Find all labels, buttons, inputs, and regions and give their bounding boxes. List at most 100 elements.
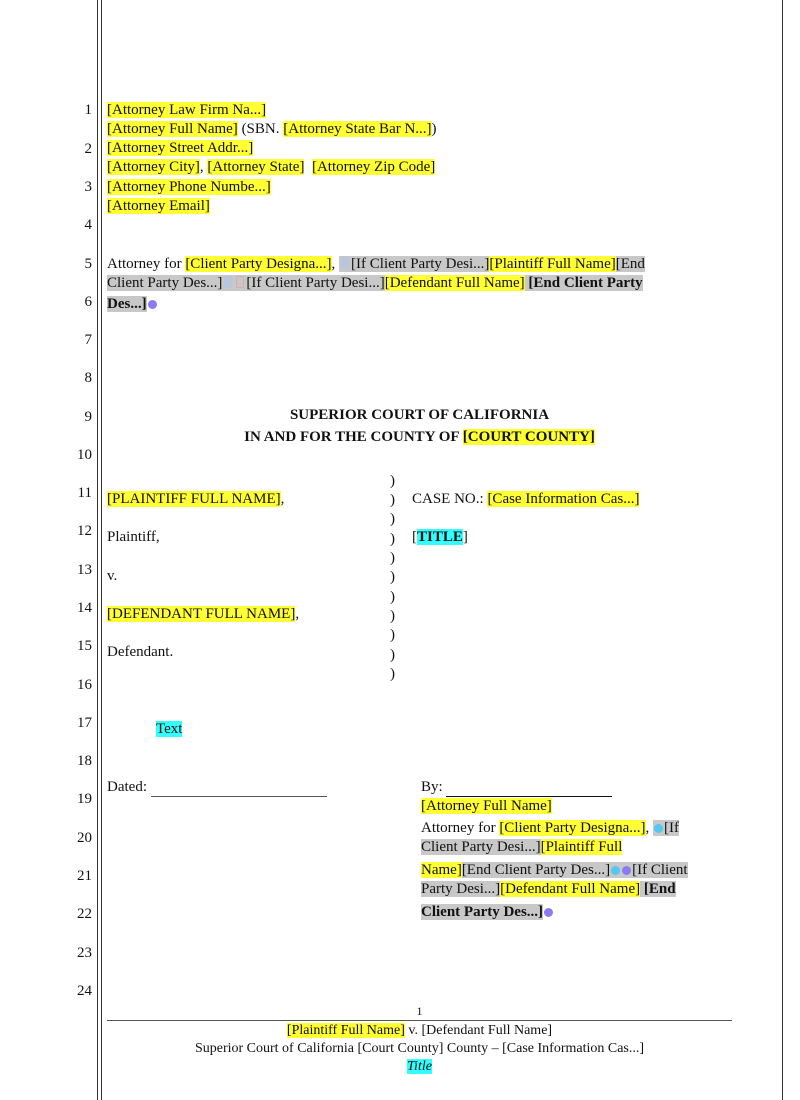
attorney-firm-field[interactable]: [Attorney Law Firm Na...] [107, 102, 267, 118]
signer-plaintiff-field-cont[interactable]: Name] [421, 862, 462, 878]
footer-vs: v. [404, 1023, 422, 1038]
signer-conditional-2[interactable]: [If Client [610, 862, 688, 878]
line-number: 14 [77, 600, 92, 616]
end-client-field-2[interactable]: [End Client Party [524, 275, 643, 291]
signer-defendant-field[interactable]: [Defendant Full Name] [500, 881, 641, 897]
attorney-phone-field[interactable]: [Attorney Phone Numbe...] [107, 179, 271, 195]
document-title-field[interactable]: TITLE [417, 529, 463, 545]
line-number: 16 [77, 677, 92, 693]
signer-plaintiff-field[interactable]: [Plaintiff Full [540, 839, 623, 855]
plaintiff-comma: , [280, 491, 285, 507]
comment-marker-icon[interactable] [544, 908, 554, 918]
case-number-field[interactable]: [Case Information Cas...] [487, 491, 640, 507]
defendant-name-field[interactable]: [Defendant Full Name] [384, 275, 525, 291]
client-party-field[interactable]: [Client Party Designa...] [185, 256, 332, 272]
line-number: 2 [84, 141, 93, 157]
date-blank[interactable] [150, 780, 327, 797]
caption-paren: ) [390, 511, 395, 527]
attorney-zip-field[interactable]: [Attorney Zip Code] [311, 159, 436, 175]
plaintiff-caption-field[interactable]: [PLAINTIFF FULL NAME] [107, 491, 281, 507]
footer-court-line: Superior Court of California [Court Coun… [194, 1041, 645, 1056]
signer-name-field[interactable]: [Attorney Full Name] [421, 798, 552, 814]
attorney-for-sep: , [331, 256, 340, 272]
signer-name-line: [Attorney Full Name] [421, 797, 552, 816]
city-comma: , [199, 159, 208, 175]
signer-end-field-2-cont[interactable]: Client Party Des...] [421, 904, 544, 920]
title-close: ] [462, 529, 468, 545]
attorney-for-label: Attorney for [107, 256, 186, 272]
caption-paren: ) [390, 569, 395, 585]
signer-for-line-3: Name][End Client Party Des...] [If Client [421, 861, 688, 880]
attorney-bar-field[interactable]: [Attorney State Bar N...] [283, 121, 432, 137]
by-label: By: [421, 779, 447, 795]
title-open: [ [412, 529, 417, 545]
footer-title-field[interactable]: Title [407, 1059, 432, 1074]
city-line: [Attorney City], [Attorney State] [Attor… [107, 158, 436, 177]
attorney-street-field[interactable]: [Attorney Street Addr...] [107, 140, 254, 156]
signer-client-field[interactable]: [Client Party Designa...] [499, 820, 646, 836]
court-county-field[interactable]: [COURT COUNTY] [462, 429, 595, 445]
signer-if-field-cont[interactable]: Client Party Desi...] [421, 839, 541, 855]
title-line: [TITLE] [412, 528, 468, 547]
signer-if-field[interactable]: [If [664, 820, 680, 836]
line-number: 22 [77, 906, 92, 922]
margin-rule-right [782, 0, 783, 1100]
footer-caption-line: [Plaintiff Full Name] v. [Defendant Full… [107, 1022, 732, 1040]
name-line: [Attorney Full Name] (SBN. [Attorney Sta… [107, 120, 437, 139]
line-number: 17 [77, 715, 92, 731]
line-number: 12 [77, 523, 92, 539]
line-number: 8 [84, 370, 93, 386]
signer-comma: , [645, 820, 654, 836]
attorney-state-field[interactable]: [Attorney State] [207, 159, 305, 175]
signer-if-field-2-cont[interactable]: Party Desi...] [421, 881, 501, 897]
plaintiff-line: [PLAINTIFF FULL NAME], [107, 490, 284, 509]
if-client-field-2[interactable]: [If Client Party Desi...] [246, 275, 385, 291]
comment-marker-icon[interactable] [654, 824, 664, 834]
if-client-field[interactable]: [If Client Party Desi...] [351, 256, 490, 272]
email-line: [Attorney Email] [107, 197, 210, 216]
signer-conditional-1[interactable]: [If [653, 820, 680, 836]
firm-line: [Attorney Law Firm Na...] [107, 101, 267, 120]
signer-if-field-2[interactable]: [If Client [632, 862, 688, 878]
body-text-field[interactable]: Text [156, 721, 183, 737]
signature-blank[interactable] [446, 780, 613, 797]
body-text-line: Text [156, 720, 183, 739]
comment-marker-icon[interactable] [147, 300, 157, 310]
line-number: 1 [84, 102, 93, 118]
signer-for-line-5: Client Party Des...] [421, 903, 554, 922]
defendant-line: [DEFENDANT FULL NAME], [107, 605, 299, 624]
case-number-label: CASE NO.: [412, 491, 488, 507]
content-control-icon [224, 276, 233, 288]
end-client-field-cont[interactable]: Client Party Des...] [107, 275, 223, 291]
attorney-for-line-2: Client Party Des...] [If Client Party Des… [107, 274, 643, 293]
conditional-plaintiff-block[interactable]: [If Client Party Desi...][Plaintiff Full… [339, 256, 645, 272]
caption-paren: ) [390, 473, 395, 489]
caption-paren: ) [390, 589, 395, 605]
content-control-icon [236, 276, 245, 288]
conditional-defendant-block[interactable]: Client Party Des...] [If Client Party Des… [107, 275, 643, 291]
dated-label: Dated: [107, 779, 151, 795]
comment-marker-icon[interactable] [611, 866, 621, 876]
versus-label: v. [107, 568, 118, 584]
attorney-city-field[interactable]: [Attorney City] [107, 159, 200, 175]
footer-divider [107, 1020, 732, 1021]
by-line: By: [421, 778, 613, 797]
attorney-email-field[interactable]: [Attorney Email] [107, 198, 210, 214]
page-number: 1 [416, 1004, 423, 1018]
footer-plaintiff-field[interactable]: [Plaintiff Full Name] [286, 1023, 405, 1038]
court-title-line-2: IN AND FOR THE COUNTY OF [COURT COUNTY] [107, 428, 732, 447]
case-number-line: CASE NO.: [Case Information Cas...] [412, 490, 640, 509]
defendant-comma: , [295, 606, 300, 622]
line-number: 4 [84, 217, 93, 233]
line-number: 18 [77, 753, 92, 769]
signer-end-field-2[interactable]: [End [640, 881, 676, 897]
signer-end-field[interactable]: [End Client Party Des...] [461, 862, 611, 878]
end-client-field[interactable]: [End [615, 256, 645, 272]
attorney-name-field[interactable]: [Attorney Full Name] [107, 121, 238, 137]
defendant-caption-field[interactable]: [DEFENDANT FULL NAME] [107, 606, 296, 622]
comment-marker-icon[interactable] [622, 866, 632, 876]
caption-paren: ) [390, 550, 395, 566]
plaintiff-label: Plaintiff, [107, 529, 160, 545]
end-client-field-2-cont[interactable]: Des...] [107, 296, 147, 312]
plaintiff-name-field[interactable]: [Plaintiff Full Name] [489, 256, 616, 272]
